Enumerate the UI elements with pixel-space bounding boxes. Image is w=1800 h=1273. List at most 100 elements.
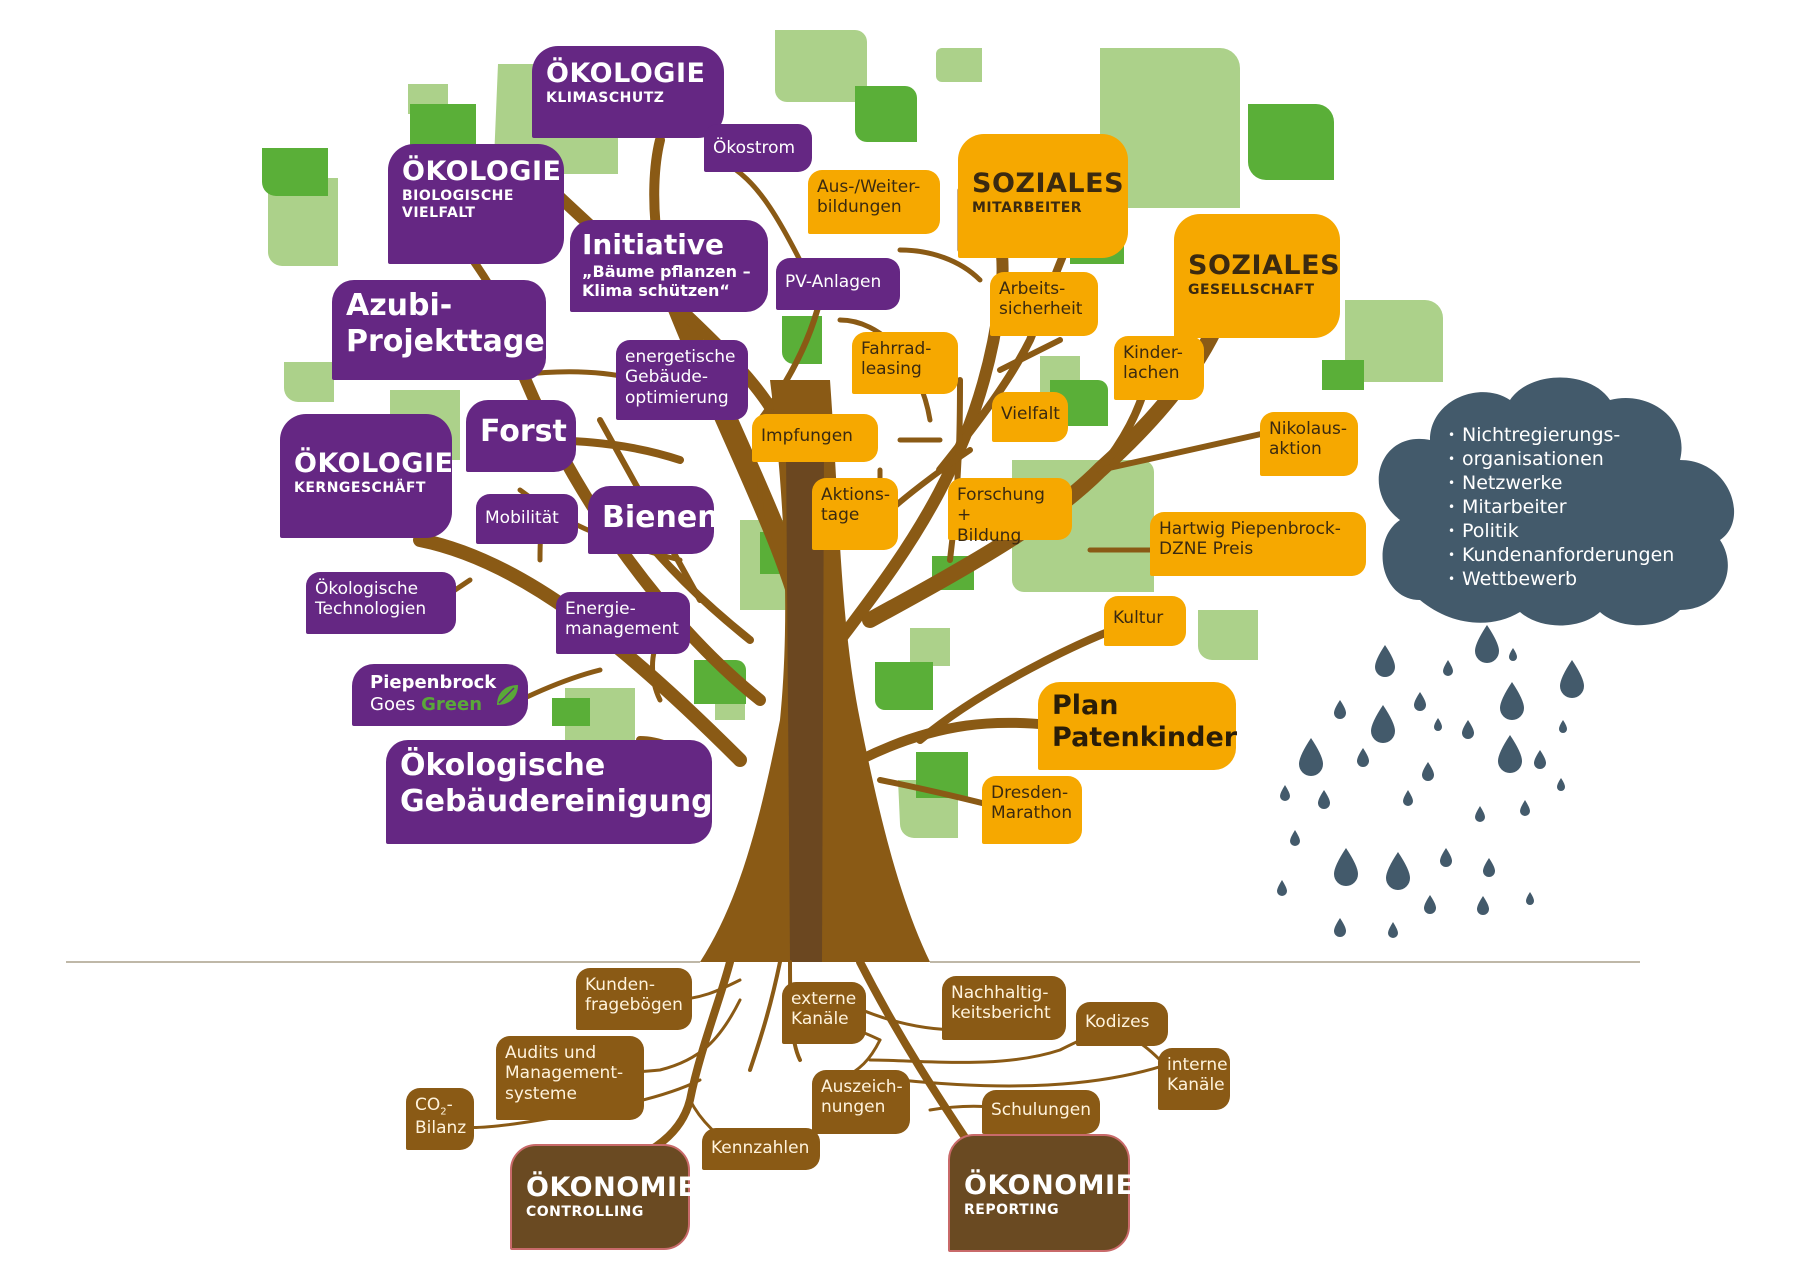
initiative-title: Initiative xyxy=(582,228,725,261)
co2-line-2: Bilanz xyxy=(415,1118,467,1139)
pgg-line-2: Goes Green xyxy=(370,694,510,716)
kundenfrageboegen-line-2: fragebögen xyxy=(585,995,683,1016)
initiative-line-3: Klima schützen“ xyxy=(582,280,730,300)
gebaeudeoptimierung-box: energetische Gebäude- optimierung xyxy=(616,340,748,420)
gebaeude-line-1: energetische xyxy=(625,347,736,367)
fahrradleasing-box: Fahrrad- leasing xyxy=(852,332,958,394)
cloud-item: Kundenanforderungen xyxy=(1448,543,1674,567)
initiative-box: Initiative „Bäume pflanzen – Klima schüt… xyxy=(570,220,768,312)
reinigung-line-1: Ökologische xyxy=(400,748,606,783)
cloud-item: Wettbewerb xyxy=(1448,567,1674,591)
nachhaltigkeitsbericht-line-1: Nachhaltig- xyxy=(951,983,1049,1003)
oekologie-klimaschutz-subtitle: KLIMASCHUTZ xyxy=(546,90,665,107)
kinderlachen-line-1: Kinder- xyxy=(1123,343,1183,363)
oekonomie-reporting-subtitle: REPORTING xyxy=(964,1202,1060,1219)
oekonomie-controlling-subtitle: CONTROLLING xyxy=(526,1204,644,1221)
nikolausaktion-box: Nikolaus- aktion xyxy=(1260,412,1358,476)
pgg-line-1: Piepenbrock xyxy=(370,672,497,693)
leaves-dark xyxy=(262,86,1364,798)
hartwig-line-2: DZNE Preis xyxy=(1159,539,1254,560)
kinderlachen-box: Kinder- lachen xyxy=(1114,336,1204,400)
cloud-list: Nichtregierungs- organisationen Netzwerk… xyxy=(1448,423,1674,591)
soziales-gesellschaft-subtitle: GESELLSCHAFT xyxy=(1188,282,1315,299)
oekologie-kerngeschaeft-subtitle: KERNGESCHÄFT xyxy=(294,480,426,497)
marathon-line-1: Dresden- xyxy=(991,783,1069,803)
oekologie-klimaschutz-box: ÖKOLOGIE KLIMASCHUTZ xyxy=(532,46,724,138)
oekonomie-controlling-box: ÖKONOMIE CONTROLLING xyxy=(510,1144,696,1250)
kinderlachen-line-2: lachen xyxy=(1123,363,1180,384)
oekonomie-reporting-title: ÖKONOMIE xyxy=(964,1170,1135,1201)
interne-kanaele-box: interne Kanäle xyxy=(1158,1048,1230,1110)
externe-line-2: Kanäle xyxy=(791,1009,849,1030)
azubi-line-2: Projekttage xyxy=(346,324,545,359)
oekologie-vielfalt-box: ÖKOLOGIE BIOLOGISCHE VIELFALT xyxy=(388,144,564,264)
pgg-goes: Goes xyxy=(370,693,422,715)
schulungen-label: Schulungen xyxy=(982,1090,1100,1134)
forschung-box: Forschung + Bildung xyxy=(948,478,1072,546)
arbeitssicherheit-box: Arbeits- sicherheit xyxy=(990,272,1098,336)
weiterbildungen-line-2: bildungen xyxy=(817,197,902,218)
pv-anlagen-label: PV-Anlagen xyxy=(776,258,900,310)
cloud-item: Politik xyxy=(1448,519,1674,543)
marathon-line-2: Marathon xyxy=(991,803,1073,824)
nachhaltigkeitsbericht-box: Nachhaltig- keitsbericht xyxy=(942,976,1066,1040)
pgg-logo: Piepenbrock Goes Green xyxy=(352,664,528,726)
soziales-gesellschaft-box: SOZIALES GESELLSCHAFT xyxy=(1174,214,1340,338)
kundenfrageboegen-box: Kunden- fragebögen xyxy=(576,968,692,1030)
soziales-gesellschaft-title: SOZIALES xyxy=(1188,250,1341,281)
auszeichnungen-box: Auszeich- nungen xyxy=(812,1070,910,1134)
co2-sub: 2 xyxy=(440,1106,447,1118)
soziales-mitarbeiter-box: SOZIALES MITARBEITER xyxy=(958,134,1128,258)
gebaeude-line-3: optimierung xyxy=(625,387,729,408)
azubi-box: Azubi- Projekttage xyxy=(332,280,546,380)
vielfalt-label: Vielfalt xyxy=(992,392,1068,442)
hartwig-line-1: Hartwig Piepenbrock- xyxy=(1159,519,1341,539)
trunk-shade xyxy=(786,450,824,962)
technologien-box: Ökologische Technologien xyxy=(306,572,456,634)
cloud-item: Netzwerke xyxy=(1448,471,1674,495)
kultur-label: Kultur xyxy=(1104,596,1186,646)
soziales-mitarbeiter-subtitle: MITARBEITER xyxy=(972,200,1083,217)
oekologie-vielfalt-subtitle-1: BIOLOGISCHE xyxy=(402,188,514,205)
co2-line-1: CO2- xyxy=(415,1095,465,1118)
reinigung-line-2: Gebäudereinigung xyxy=(400,784,713,819)
raindrops xyxy=(1277,625,1584,938)
auszeichnungen-line-1: Auszeich- xyxy=(821,1077,903,1097)
impfungen-label: Impfungen xyxy=(752,414,878,462)
mobilitaet-label: Mobilität xyxy=(476,494,578,544)
co2-dash: - xyxy=(446,1095,453,1115)
co2-bilanz-box: CO2- Bilanz xyxy=(406,1088,474,1150)
cloud-item: Nichtregierungs- xyxy=(1448,423,1674,447)
gebaeude-line-2: Gebäude- xyxy=(625,367,708,388)
audits-line-1: Audits und xyxy=(505,1043,597,1063)
oekologie-vielfalt-subtitle-2: VIELFALT xyxy=(402,205,476,222)
leaf-icon xyxy=(497,685,518,705)
patenkinder-box: Plan Patenkinder xyxy=(1038,682,1237,770)
nikolaus-line-2: aktion xyxy=(1269,439,1322,460)
technologien-line-1: Ökologische xyxy=(315,579,419,599)
kennzahlen-label: Kennzahlen xyxy=(702,1128,820,1170)
nachhaltigkeitsbericht-line-2: keitsbericht xyxy=(951,1003,1051,1024)
forst-label: Forst xyxy=(466,400,576,472)
interne-line-2: Kanäle xyxy=(1167,1075,1225,1096)
fahrrad-line-2: leasing xyxy=(861,359,922,380)
co2-co: CO xyxy=(415,1095,441,1115)
cloud-item: Mitarbeiter xyxy=(1448,495,1674,519)
audits-line-2: Management- xyxy=(505,1063,624,1084)
patenkinder-line-1: Plan xyxy=(1052,690,1119,721)
audits-box: Audits und Management- systeme xyxy=(496,1036,644,1120)
oekologie-vielfalt-title: ÖKOLOGIE xyxy=(402,156,562,187)
kundenfrageboegen-line-1: Kunden- xyxy=(585,975,656,995)
azubi-line-1: Azubi- xyxy=(346,288,453,323)
aktionstage-line-2: tage xyxy=(821,505,860,526)
energie-line-1: Energie- xyxy=(565,599,636,619)
energie-line-2: management xyxy=(565,619,679,640)
energiemanagement-box: Energie- management xyxy=(556,592,690,654)
nikolaus-line-1: Nikolaus- xyxy=(1269,419,1347,439)
technologien-line-2: Technologien xyxy=(315,599,427,620)
oekologie-kerngeschaeft-box: ÖKOLOGIE KERNGESCHÄFT xyxy=(280,414,454,538)
kodizes-label: Kodizes xyxy=(1076,1002,1168,1046)
oekologie-kerngeschaeft-title: ÖKOLOGIE xyxy=(294,448,454,479)
forschung-line-2: Bildung xyxy=(957,525,1022,546)
